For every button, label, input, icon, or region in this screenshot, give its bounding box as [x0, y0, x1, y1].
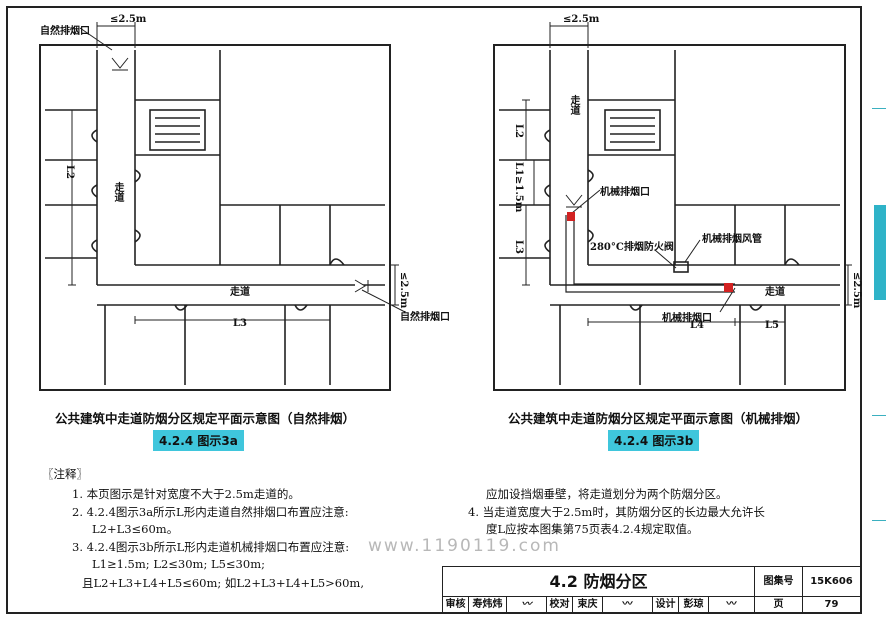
figure-caption: 公共建筑中走道防烟分区规定平面示意图（自然排烟）	[55, 411, 356, 426]
vent-label: 自然排烟口	[400, 312, 450, 323]
vent-label: 机械排烟口	[600, 187, 650, 198]
dimension-label: L5	[765, 320, 779, 331]
dimension-label: L2	[513, 124, 524, 138]
vent-label: 机械排烟口	[662, 313, 712, 324]
section-tab	[874, 205, 886, 300]
atlas-number: 15K606	[803, 567, 860, 597]
reviewer-name: 寿炜炜	[469, 597, 507, 613]
designer-name: 彭琼	[679, 597, 709, 613]
note-line: 3. 4.2.4图示3b所示L形内走道机械排烟口布置应注意:	[72, 540, 350, 554]
notes-heading: 〖注释〗	[42, 467, 88, 481]
note-line: L1≥1.5m; L2≤30m; L5≤30m;	[92, 557, 265, 571]
vent-red-mark	[724, 283, 733, 292]
dimension-label: L3	[513, 240, 524, 254]
vent-label: 自然排烟口	[40, 26, 90, 37]
dimension-label: ≤2.5m	[851, 272, 862, 309]
vent-red-mark	[567, 212, 575, 221]
page-title: 4.2 防烟分区	[443, 567, 755, 597]
figure-tag: 4.2.4 图示3b	[608, 430, 700, 451]
dimension-label: L4	[690, 320, 704, 331]
atlas-label: 图集号	[755, 567, 803, 597]
note-line: 且L2+L3+L4+L5≤60m; 如L2+L3+L4+L5>60m,	[82, 576, 364, 590]
note-line: L2+L3≤60m。	[92, 522, 179, 536]
note-line: 应加设挡烟垂壁，将走道划分为两个防烟分区。	[486, 487, 728, 501]
dimension-label: ≤2.5m	[563, 14, 600, 25]
page-label: 页	[755, 597, 803, 613]
checker-name: 束庆	[573, 597, 603, 613]
note-line: 度L应按本图集第75页表4.2.4规定取值。	[486, 522, 699, 536]
page-number: 79	[824, 599, 839, 610]
figure-tag: 4.2.4 图示3a	[153, 430, 244, 451]
corridor-label: 走道	[112, 182, 123, 202]
corridor-label: 走道	[230, 287, 250, 298]
duct-label: 机械排烟风管	[702, 234, 762, 245]
edge-mark	[872, 108, 886, 109]
dimension-label: L2	[64, 165, 75, 179]
corridor-label: 走道	[568, 95, 579, 115]
edge-mark	[872, 520, 886, 521]
note-line: 4. 当走道宽度大于2.5m时，其防烟分区的长边最大允许长	[468, 505, 765, 519]
design-label: 设计	[653, 597, 679, 613]
damper-label: 280°C排烟防火阀	[590, 242, 674, 253]
dimension-label: ≤2.5m	[110, 14, 147, 25]
corridor-label: 走道	[765, 287, 785, 298]
edge-mark	[872, 415, 886, 416]
dimension-label: L1≥1.5m	[513, 162, 524, 213]
watermark: www.1190119.com	[368, 536, 561, 556]
review-label: 审核	[443, 597, 469, 613]
dimension-label: L3	[233, 318, 247, 329]
designer-signature: 〰	[709, 597, 755, 613]
checker-signature: 〰	[603, 597, 653, 613]
check-label: 校对	[547, 597, 573, 613]
note-line: 2. 4.2.4图示3a所示L形内走道自然排烟口布置应注意:	[72, 505, 349, 519]
title-block: 4.2 防烟分区 图集号 15K606 审核 寿炜炜 〰 校对 束庆 〰 设计 …	[442, 566, 862, 614]
reviewer-signature: 〰	[507, 597, 547, 613]
page-frame	[6, 6, 862, 614]
figure-caption: 公共建筑中走道防烟分区规定平面示意图（机械排烟）	[508, 411, 809, 426]
dimension-label: ≤2.5m	[398, 272, 409, 309]
note-line: 1. 本页图示是针对宽度不大于2.5m走道的。	[72, 487, 300, 501]
